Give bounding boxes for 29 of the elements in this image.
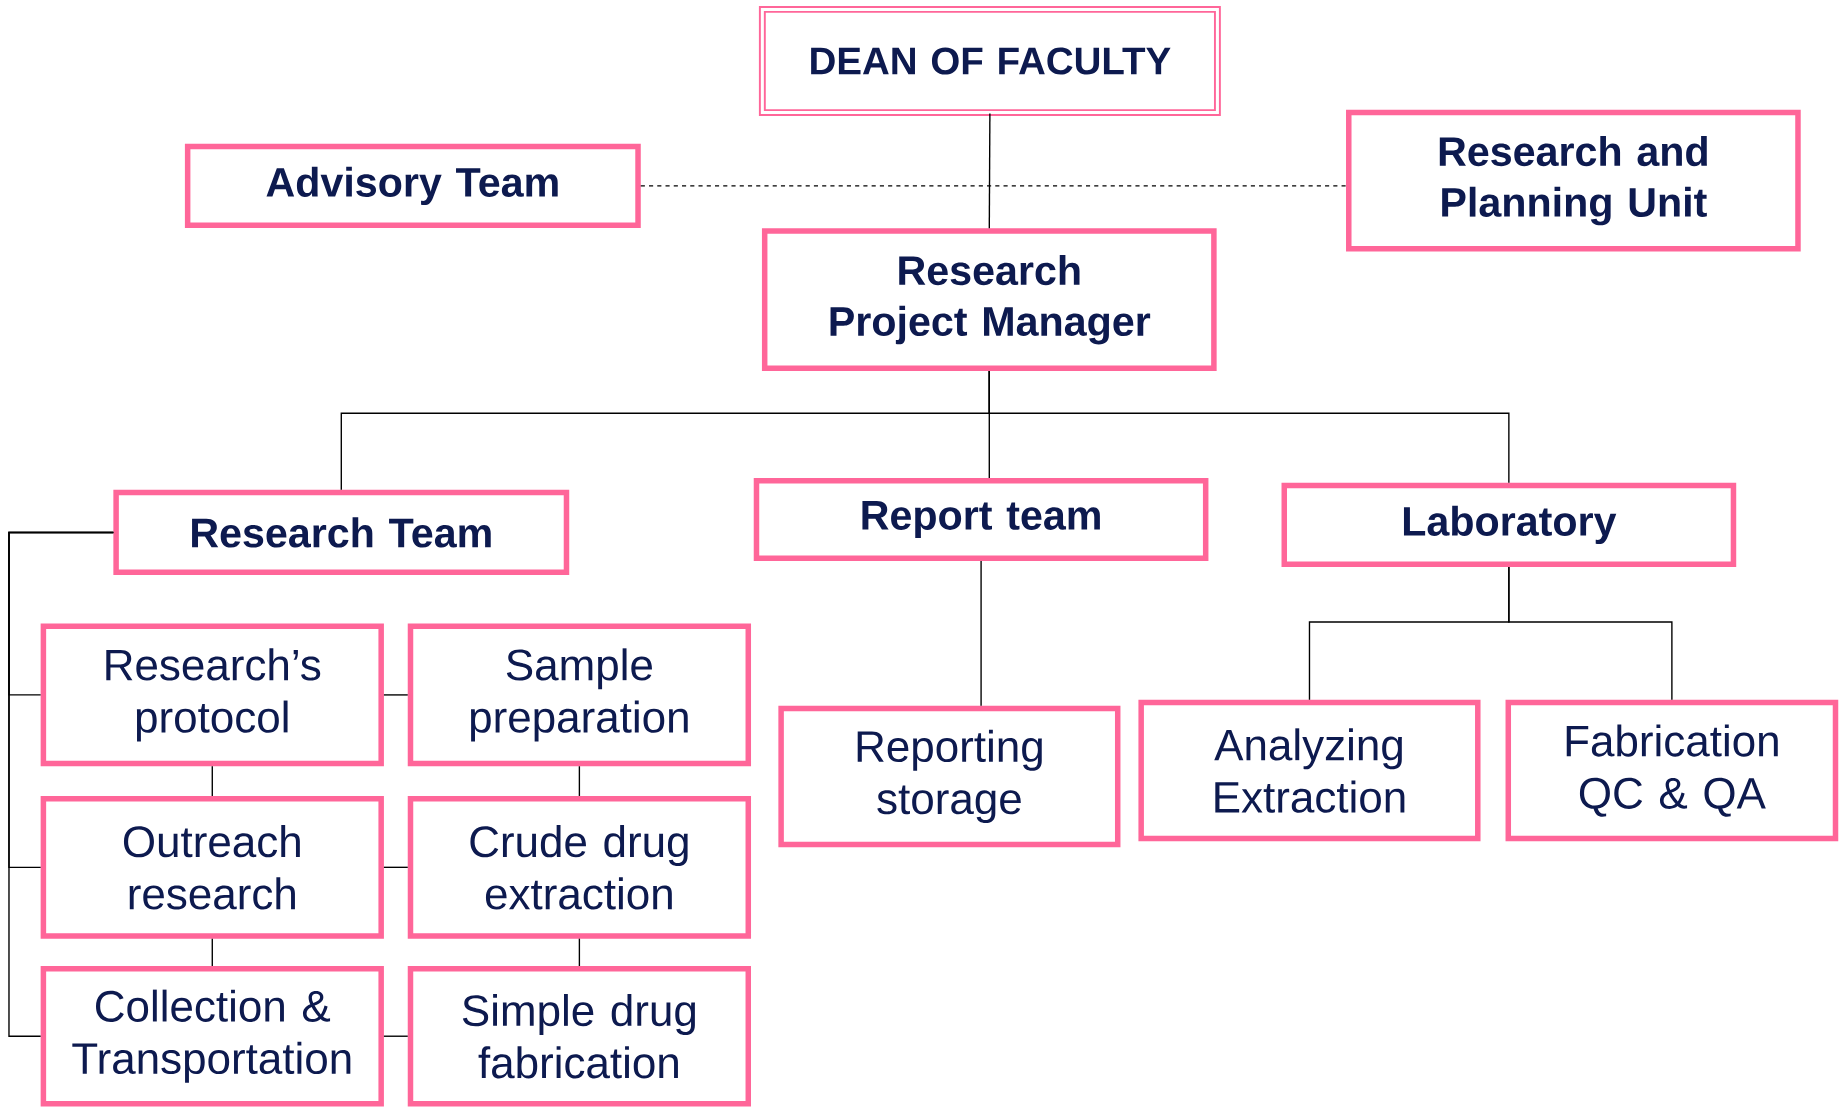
title-box: DEAN OF FACULTY: [758, 5, 1221, 116]
team-box: Report team: [753, 478, 1209, 561]
task-box: Analyzing Extraction: [1138, 699, 1481, 842]
manager-box: Research Project Manager: [761, 228, 1217, 371]
connector-line: [640, 185, 1347, 187]
team-box: Research Team: [113, 489, 570, 576]
connector-line: [1508, 566, 1673, 701]
connector-line: [988, 112, 991, 229]
task-box: Research’s protocol: [40, 623, 384, 767]
task-box: Fabrication QC & QA: [1505, 699, 1839, 842]
connector-line: [211, 937, 213, 967]
task-box: Reporting storage: [778, 705, 1121, 848]
connector-line: [980, 560, 982, 707]
laboratory-box: Laboratory: [1281, 482, 1737, 567]
task-box: Crude drug extraction: [407, 795, 752, 939]
connector-line: [988, 370, 1510, 484]
connector-line: [8, 531, 115, 1037]
connector-line: [383, 1035, 409, 1037]
connector-line: [383, 694, 409, 696]
unit-box: Research and Planning Unit: [1346, 109, 1801, 252]
task-box: Collection & Transportation: [40, 965, 384, 1107]
connector-line: [578, 937, 581, 967]
team-box: Advisory Team: [184, 143, 641, 228]
connector-line: [211, 765, 213, 797]
task-box: Sample preparation: [407, 623, 752, 767]
connector-line: [383, 866, 409, 868]
task-box: Simple drug fabrication: [407, 965, 752, 1107]
task-box: Outreach research: [40, 795, 384, 939]
connector-line: [578, 765, 581, 797]
